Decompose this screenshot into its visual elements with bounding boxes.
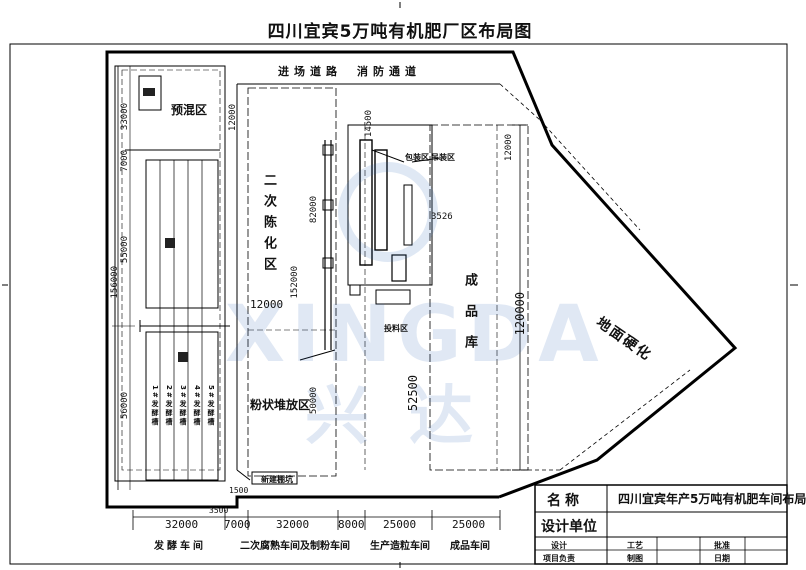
title-block — [534, 484, 788, 565]
dim-aging-a: 12000 — [228, 104, 238, 132]
warehouse-outline — [429, 124, 529, 471]
new-hangar-label: 新建棚坑 — [261, 475, 293, 484]
dim-line-b: 50000 — [309, 387, 319, 415]
workshop-aging-powder: 二次腐熟车间及制粉车间 — [240, 541, 350, 552]
premix-zone-label: 预混区 — [171, 103, 208, 117]
hoist-zone-label: 吊装区 — [431, 153, 455, 162]
tb-date: 日期 — [714, 554, 730, 563]
ferment-tank-2: 2#发酵槽 — [165, 385, 173, 427]
dim-line-a: 82000 — [309, 196, 319, 224]
ferment-tank-1: 1#发酵槽 — [151, 385, 159, 427]
watermark-logo-icon — [338, 162, 438, 262]
dim-warehouse-lower: 52500 — [406, 375, 420, 412]
workshop-fermentation: 发酵车间 — [154, 541, 206, 552]
dim-warehouse-total: 120000 — [513, 292, 527, 336]
powder-stack-label: 粉状堆放区 — [250, 398, 311, 412]
dim-aging-b: 12000 — [250, 298, 284, 311]
dim-warehouse-top: 12000 — [504, 134, 514, 162]
dim-bottom-2: 7000 — [224, 518, 251, 531]
dim-aging-long: 152000 — [290, 266, 300, 299]
finished-goods-label: 成品库 — [462, 273, 477, 366]
fermentation-workshop — [114, 65, 226, 482]
dim-left-total: 156000 — [110, 266, 120, 299]
tb-org-label: 设计单位 — [541, 519, 597, 535]
dim-left-upper: 55000 — [120, 236, 130, 264]
workshop-finished-goods: 成品车间 — [450, 541, 490, 552]
tb-approve: 批准 — [714, 541, 730, 550]
workshop-granulation: 生产造粒车间 — [370, 541, 430, 552]
dim-bottom-1: 32000 — [165, 518, 199, 531]
watermark-chinese: 兴达 — [305, 380, 513, 454]
tb-design: 设计 — [551, 541, 567, 550]
dim-bottom-3: 32000 — [276, 518, 310, 531]
dim-corner-a: 1500 — [229, 486, 249, 495]
inbound-road-label: 进场道路 — [278, 65, 342, 78]
site-boundary — [105, 50, 738, 509]
packaging-zone-label: 包装区 — [405, 153, 429, 162]
feed-zone-label: 投料区 — [384, 324, 408, 333]
dim-corner-b: 3500 — [209, 506, 229, 515]
tb-process: 工艺 — [627, 541, 643, 550]
dim-line-top: 14500 — [364, 110, 374, 138]
fire-lane-label: 消防通道 — [357, 65, 421, 78]
tb-project-lead: 项目负责 — [543, 554, 575, 563]
ferment-tank-5: 5#发酵槽 — [207, 385, 215, 427]
dim-bottom-4: 8000 — [338, 518, 365, 531]
secondary-aging-label: 二次陈化区 — [261, 173, 276, 278]
dim-top-left-a: 33000 — [120, 103, 130, 131]
dim-equip: 3526 — [431, 212, 453, 222]
dim-left-lower: 56000 — [120, 392, 130, 420]
ferment-tank-4: 4#发酵槽 — [193, 385, 201, 427]
drawing-title: 四川宜宾5万吨有机肥厂区布局图 — [267, 22, 533, 42]
tb-name-label: 名称 — [547, 493, 583, 509]
watermark-latin: XINGDA — [225, 290, 605, 380]
dim-top-left-b: 7000 — [120, 150, 130, 172]
tb-name-value: 四川宜宾年产5万吨有机肥车间布局 — [618, 492, 806, 506]
drawing-frame — [9, 43, 788, 565]
tb-drawing: 制图 — [627, 554, 643, 563]
dim-bottom-6: 25000 — [452, 518, 486, 531]
ferment-tank-3: 3#发酵槽 — [179, 385, 187, 427]
dim-bottom-5: 25000 — [383, 518, 417, 531]
